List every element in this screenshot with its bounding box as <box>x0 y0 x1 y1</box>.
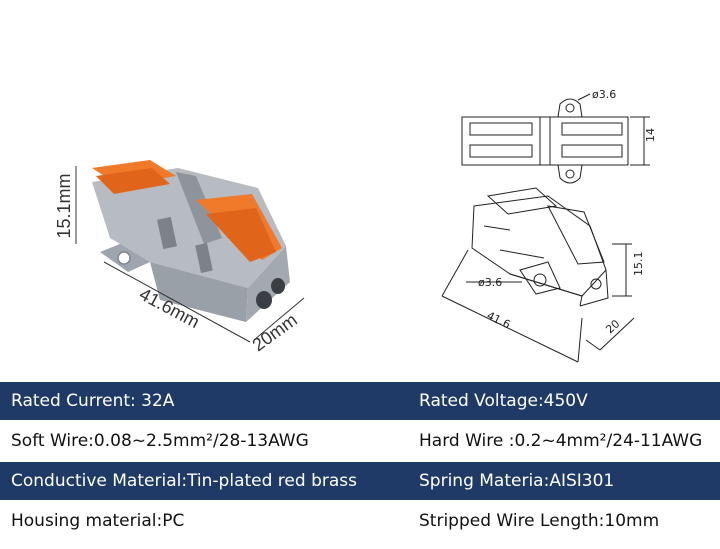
spec-stripped-length: Stripped Wire Length:10mm <box>419 511 660 531</box>
top-hole-label: ø3.6 <box>592 88 616 101</box>
connector-photo <box>92 160 290 322</box>
iso-hole-label: ø3.6 <box>478 276 502 289</box>
spec-soft-wire: Soft Wire:0.08~2.5mm²/28-13AWG <box>11 431 309 451</box>
spec-row: Conductive Material:Tin-plated red brass… <box>0 462 720 500</box>
spec-row: Housing material:PC Stripped Wire Length… <box>0 501 720 541</box>
iso-view-drawing <box>441 187 635 363</box>
spec-row: Rated Current: 32A Rated Voltage:450V <box>0 382 720 420</box>
length-dimension-line <box>103 261 251 343</box>
product-figure: 15.1mm 41.6mm 20mm ø3.6 14 <box>54 88 657 363</box>
photo-height-label: 15.1mm <box>54 173 74 238</box>
top-height-label: 14 <box>644 128 657 142</box>
iso-length-label: 41.6 <box>485 309 513 331</box>
spec-hard-wire: Hard Wire :0.2~4mm²/24-11AWG <box>419 431 703 451</box>
iso-width-label: 20 <box>603 317 622 336</box>
iso-height-label: 15.1 <box>632 252 645 277</box>
photo-width-label: 20mm <box>249 310 301 356</box>
spec-table: Rated Current: 32A Rated Voltage:450V So… <box>0 381 720 541</box>
spec-rated-current: Rated Current: 32A <box>11 391 175 411</box>
spec-row: Soft Wire:0.08~2.5mm²/28-13AWG Hard Wire… <box>0 421 720 461</box>
spec-spring-material: Spring Materia:AISI301 <box>419 471 615 491</box>
top-view-drawing <box>461 93 650 184</box>
spec-housing-material: Housing material:PC <box>11 511 185 531</box>
width-dimension-line <box>253 297 305 341</box>
spec-conductive-material: Conductive Material:Tin-plated red brass <box>11 471 357 491</box>
spec-rated-voltage: Rated Voltage:450V <box>419 391 588 411</box>
